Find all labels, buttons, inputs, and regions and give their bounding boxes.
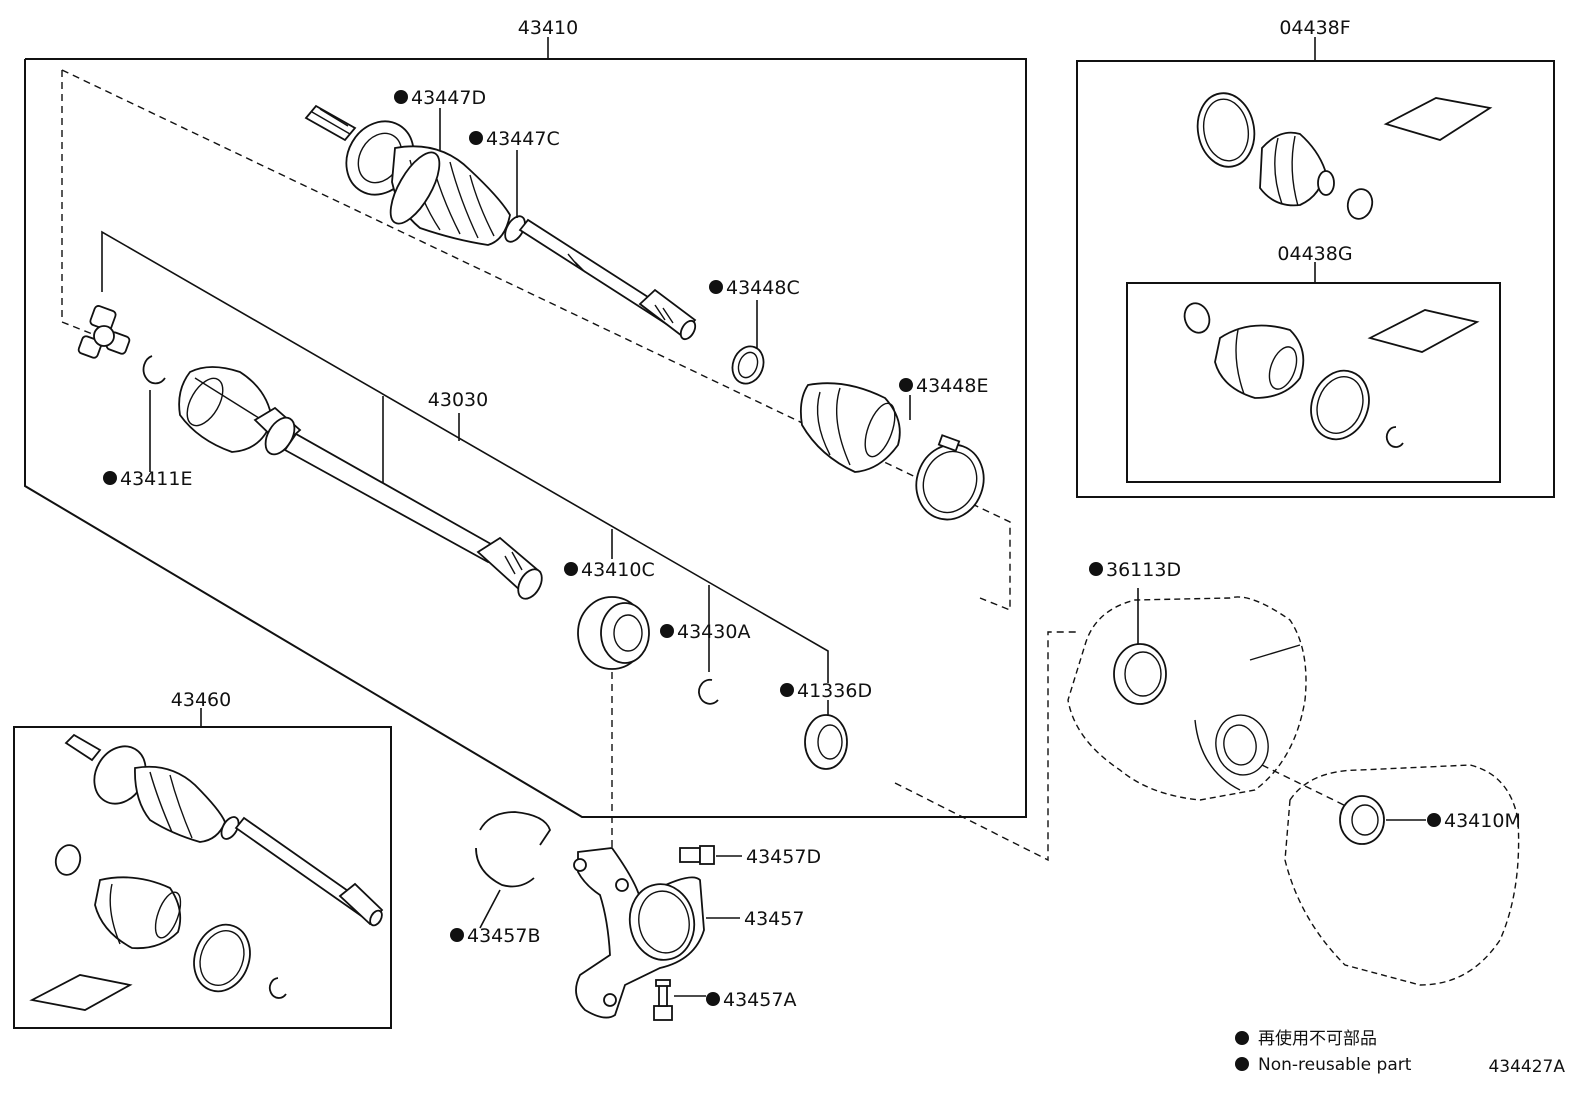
transmission-case (1067, 596, 1307, 801)
outer-drive-shaft (304, 104, 697, 341)
label-43411E: 43411E (120, 468, 192, 490)
label-43448C: 43448C (726, 277, 800, 299)
sensor-43457D (679, 845, 715, 865)
rh-drive-shaft (29, 733, 384, 1011)
label-04438F: 04438F (1279, 17, 1350, 39)
label-04438G: 04438G (1277, 243, 1352, 265)
box-04438F (1076, 37, 1555, 498)
dashed-boundary-diagonal (61, 69, 1011, 612)
legend-en: Non-reusable part (1258, 1055, 1412, 1075)
rear-case (1284, 764, 1520, 986)
label-43447C: 43447C (486, 128, 560, 150)
steering-knuckle-43457 (573, 847, 705, 1019)
label-43430A: 43430A (677, 621, 750, 643)
box-43410 (24, 37, 1027, 818)
dashed-boundary-left (61, 70, 96, 336)
label-43448E: 43448E (916, 375, 988, 397)
inner-drive-shaft (178, 366, 543, 600)
legend-jp: 再使用不可部品 (1258, 1028, 1377, 1049)
boot-43448E (799, 382, 985, 521)
kit-04438G-parts (1183, 302, 1480, 448)
clamp-43448C (731, 345, 765, 385)
label-36113D: 36113D (1106, 559, 1181, 581)
label-43410M: 43410M (1444, 810, 1521, 832)
box-04438G (1126, 262, 1501, 483)
box-43460 (13, 708, 392, 1029)
label-43460: 43460 (171, 689, 231, 711)
label-43410C: 43410C (581, 559, 655, 581)
dashed-to-case (894, 631, 1080, 862)
snap-ring-43411E (142, 355, 166, 385)
bearing-43410C (577, 596, 650, 670)
kit-04438F-parts (1196, 92, 1493, 220)
bracket-43030 (101, 230, 829, 683)
label-43447D: 43447D (411, 87, 486, 109)
diagram-id: 434427A (1488, 1057, 1565, 1077)
bolt-43457A (653, 979, 673, 1021)
label-43457: 43457 (744, 908, 804, 930)
oil-seal-41336D (804, 714, 848, 770)
label-41336D: 41336D (797, 680, 872, 702)
legend: 再使用不可部品 Non-reusable part (1235, 1028, 1412, 1075)
label-43410: 43410 (518, 17, 578, 39)
label-43457A: 43457A (723, 989, 796, 1011)
snap-ring-43430A (698, 678, 719, 705)
label-43030: 43030 (428, 389, 488, 411)
label-43457D: 43457D (746, 846, 821, 868)
tripod-joint (77, 305, 131, 359)
snap-ring-43457B (475, 811, 551, 888)
label-43457B: 43457B (467, 925, 540, 947)
